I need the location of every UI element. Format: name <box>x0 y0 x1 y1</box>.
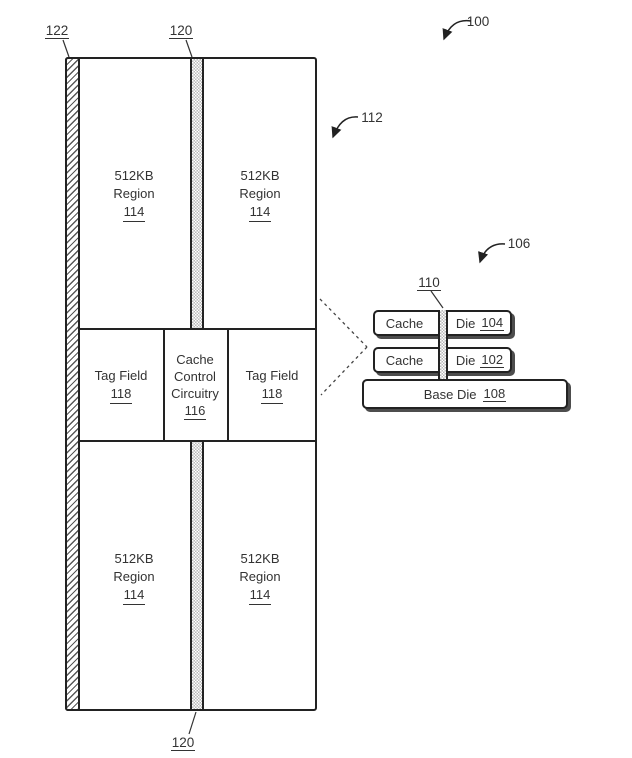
die-102-label: Die 102 <box>448 347 512 373</box>
region-kind: Region <box>239 569 281 584</box>
ref-120-bottom: 120 <box>170 735 196 751</box>
ref-110: 110 <box>417 275 441 291</box>
region-ref: 114 <box>248 586 272 605</box>
base-die-box <box>362 379 568 409</box>
cache-control-label: Cache Control Circuitry 116 <box>146 351 244 420</box>
cache-control-ref: 116 <box>183 403 207 420</box>
region-label-top-right: 512KB Region 114 <box>210 167 310 222</box>
cache-control-line3: Circuitry <box>171 386 219 401</box>
base-die-ref: 108 <box>482 386 507 402</box>
die-104-cache-label: Cache <box>373 310 436 336</box>
tag-field-left-label: Tag Field 118 <box>72 367 170 404</box>
tag-field-ref: 118 <box>109 385 133 404</box>
die-ref: 102 <box>480 352 505 368</box>
cache-text: Cache <box>385 352 424 368</box>
die-text: Die <box>455 315 476 331</box>
cache-control-box <box>163 328 229 442</box>
tag-field-text: Tag Field <box>94 368 148 383</box>
leader-line-122 <box>62 39 70 58</box>
region-size: 512KB <box>114 551 154 566</box>
tag-field-ref: 118 <box>260 385 284 404</box>
region-size: 512KB <box>114 168 154 183</box>
ref-120-top: 120 <box>168 23 194 39</box>
die-text: Die <box>455 352 476 368</box>
tag-field-text: Tag Field <box>245 368 299 383</box>
region-size: 512KB <box>240 551 280 566</box>
region-ref: 114 <box>122 586 146 605</box>
base-die-label: Base Die 108 <box>362 379 568 409</box>
region-ref: 114 <box>122 203 146 222</box>
region-label-bottom-left: 512KB Region 114 <box>84 550 184 605</box>
channel-strip-top <box>190 59 204 329</box>
die-104-label: Die 104 <box>448 310 512 336</box>
expansion-dash-top <box>319 298 368 348</box>
region-size: 512KB <box>240 168 280 183</box>
region-kind: Region <box>113 569 155 584</box>
leader-line-120-top <box>185 39 193 58</box>
region-label-top-left: 512KB Region 114 <box>84 167 184 222</box>
cache-text: Cache <box>385 315 424 331</box>
region-kind: Region <box>113 186 155 201</box>
ref-100: 100 <box>466 14 490 29</box>
cache-control-line2: Control <box>174 369 216 384</box>
region-ref: 114 <box>248 203 272 222</box>
tag-field-left-box <box>78 328 165 442</box>
region-kind: Region <box>239 186 281 201</box>
ref-122: 122 <box>44 23 70 39</box>
region-label-bottom-right: 512KB Region 114 <box>210 550 310 605</box>
cache-control-line1: Cache <box>176 352 214 367</box>
tag-field-right-label: Tag Field 118 <box>223 367 321 404</box>
expansion-dash-bottom <box>320 346 368 396</box>
die-ref: 104 <box>480 315 505 331</box>
tsv-strip <box>438 310 448 379</box>
tag-field-right-box <box>227 328 317 442</box>
ref-112: 112 <box>361 110 383 125</box>
channel-strip-bottom <box>190 441 204 709</box>
leader-line-110 <box>430 290 444 309</box>
die-102-cache-label: Cache <box>373 347 436 373</box>
leader-line-120-bottom <box>188 711 197 735</box>
ref-106: 106 <box>507 236 531 251</box>
base-die-text: Base Die <box>423 386 477 402</box>
